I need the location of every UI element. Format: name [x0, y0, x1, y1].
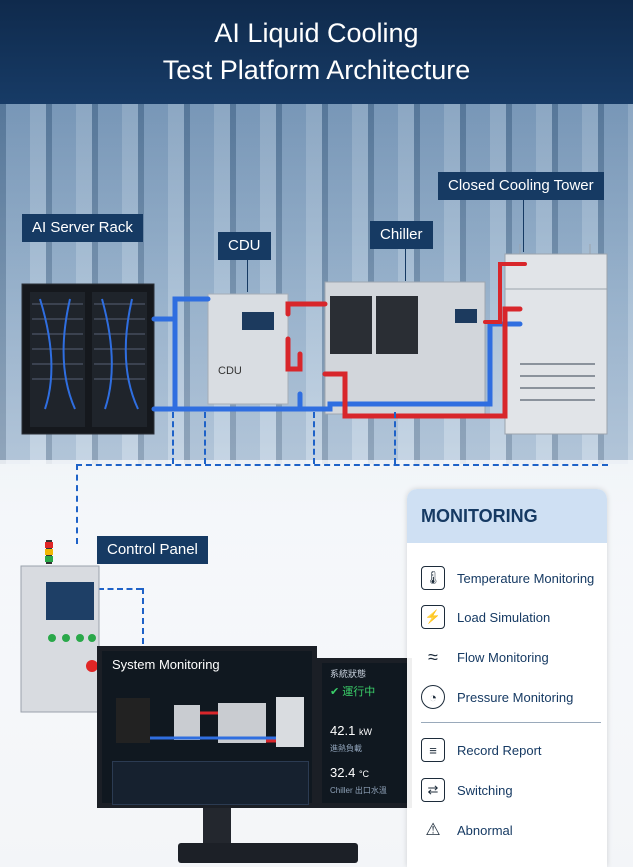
cooling-tower-image: [504, 244, 608, 435]
monitoring-item-label: Load Simulation: [457, 609, 551, 625]
screen-loop-thumbnail: [116, 697, 304, 747]
monitoring-item-switching: ⇄ Switching: [421, 775, 513, 805]
signal-drop-2: [204, 412, 206, 464]
gauge-icon: ◔: [421, 685, 445, 709]
monitoring-item-label: Abnormal: [457, 822, 513, 838]
monitoring-item-report: ≡ Record Report: [421, 735, 542, 765]
cdu-image: CDU: [207, 293, 289, 405]
return-pipe-2: [483, 262, 527, 324]
metric-2-value: 32.4: [330, 765, 356, 780]
monitoring-item-flow: ≈ Flow Monitoring: [421, 642, 549, 672]
status-label: 系統狀態: [330, 669, 367, 679]
cooling-loop-illustration: CDU: [21, 244, 608, 435]
bolt-icon: ⚡: [421, 605, 445, 629]
server-rack-image: [21, 283, 155, 435]
screen-title: System Monitoring: [112, 657, 220, 672]
monitoring-item-label: Temperature Monitoring: [457, 570, 595, 586]
switch-icon: ⇄: [421, 778, 445, 802]
status-badge: ✔ 運行中: [330, 683, 375, 699]
keyboard: [178, 843, 358, 863]
label-cdu-stem: [247, 260, 248, 292]
label-cooling-tower: Closed Cooling Tower: [438, 172, 604, 200]
return-pipe: [285, 301, 523, 419]
label-chiller: Chiller: [370, 221, 433, 249]
metric-2-unit: °C: [358, 769, 370, 779]
label-chiller-stem: [405, 249, 406, 281]
status-value: 運行中: [342, 686, 376, 698]
monitor-stand: [203, 808, 231, 844]
secondary-display: 系統狀態 ✔ 運行中 42.1 kW 進熱負載 32.4 °C Chiller …: [317, 658, 412, 808]
status-check-icon: ✔: [330, 686, 343, 698]
thermometer-icon: 🌡: [421, 566, 445, 590]
warning-icon: ⚠: [425, 820, 441, 839]
monitoring-item-load: ⚡ Load Simulation: [421, 602, 550, 632]
label-tower-stem: [523, 200, 524, 252]
monitoring-item-temperature: 🌡 Temperature Monitoring: [421, 563, 594, 593]
chiller-image: [324, 281, 486, 415]
monitoring-item-label: Switching: [457, 782, 513, 798]
monitoring-display: System Monitoring: [97, 646, 317, 808]
signal-to-panel: [76, 464, 78, 544]
metric-1: 42.1 kW: [330, 723, 372, 738]
signal-drop-1: [172, 412, 174, 464]
signal-bus: [76, 464, 608, 466]
monitoring-item-label: Record Report: [457, 742, 542, 758]
monitoring-divider: [421, 722, 601, 723]
monitoring-item-label: Flow Monitoring: [457, 649, 549, 665]
cdu-unit-brand-text: CDU: [218, 365, 242, 377]
label-cdu: CDU: [218, 232, 271, 260]
monitoring-item-pressure: ◔ Pressure Monitoring: [421, 682, 573, 712]
control-panel-image: [20, 540, 100, 713]
signal-to-screen-v: [142, 588, 144, 644]
monitoring-item-abnormal: ⚠ Abnormal: [421, 815, 513, 845]
metric-1-value: 42.1: [330, 723, 356, 738]
waves-icon: ≈: [428, 646, 438, 667]
signal-drop-4: [394, 412, 396, 464]
monitoring-card: MONITORING 🌡 Temperature Monitoring ⚡ Lo…: [407, 489, 607, 867]
signal-to-screen-h: [98, 588, 142, 590]
supply-pipe-2: [151, 296, 211, 412]
monitoring-item-label: Pressure Monitoring: [457, 689, 574, 705]
metric-1-unit: kW: [358, 727, 372, 737]
label-server-rack: AI Server Rack: [22, 214, 143, 242]
page-title-line-2: Test Platform Architecture: [162, 55, 471, 85]
page-title-line-1: AI Liquid Cooling: [214, 18, 419, 48]
metric-2: 32.4 °C: [330, 765, 369, 780]
signal-drop-3: [313, 412, 315, 464]
metric-2-label: Chiller 出口水溫: [330, 786, 387, 795]
screen-grid: [112, 761, 309, 805]
monitoring-title: MONITORING: [407, 489, 607, 543]
metric-1-label: 進熱負載: [330, 744, 362, 753]
header-banner: AI Liquid Cooling Test Platform Architec…: [0, 0, 633, 104]
report-icon: ≡: [421, 738, 445, 762]
label-control-panel: Control Panel: [97, 536, 208, 564]
